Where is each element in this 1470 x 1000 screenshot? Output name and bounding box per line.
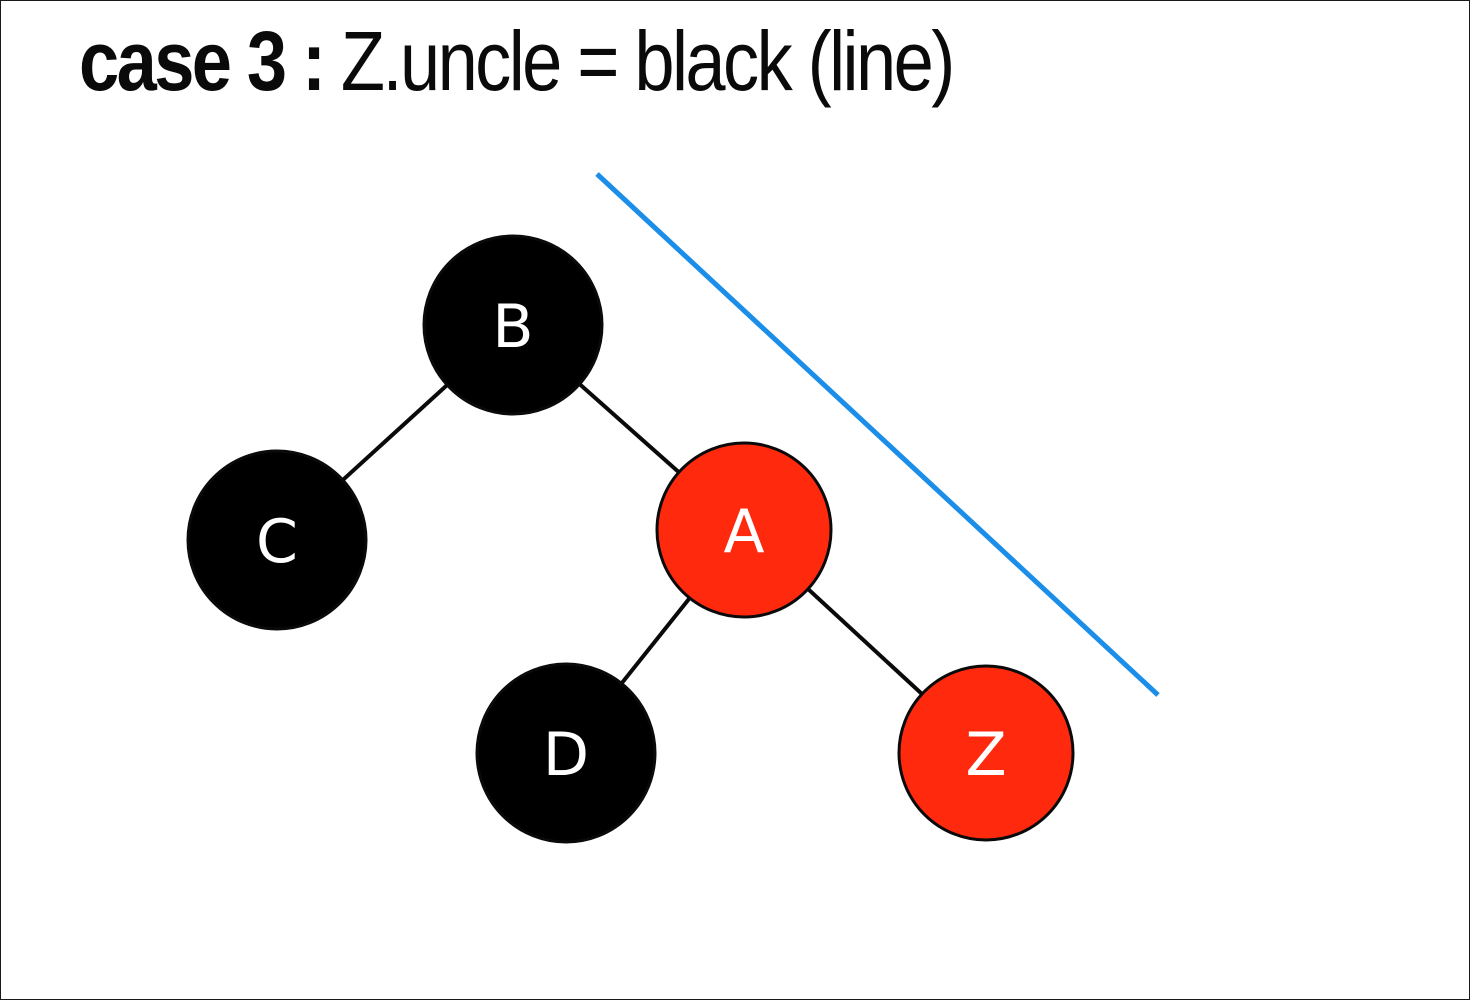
node-c-circle — [186, 449, 368, 631]
title-condition: Z.uncle = black (line) — [340, 14, 955, 108]
tree-node-b: B — [422, 234, 604, 416]
tree-node-a: A — [655, 441, 833, 619]
node-b-label: B — [492, 292, 533, 362]
slide-title: case 3 : Z.uncle = black (line) — [79, 9, 955, 113]
tree-node-c: C — [186, 449, 368, 631]
node-a-label: A — [723, 497, 764, 567]
node-d-label: D — [543, 720, 589, 790]
node-c-label: C — [256, 507, 298, 577]
tree-edges — [275, 323, 988, 755]
line-highlight — [595, 172, 1160, 697]
title-case-label: case 3 : — [79, 14, 326, 108]
node-a-circle — [655, 441, 833, 619]
tree-node-z: Z — [897, 664, 1075, 842]
tree-node-d: D — [475, 662, 657, 844]
node-d-circle — [475, 662, 657, 844]
node-z-label: Z — [965, 720, 1006, 790]
node-b-circle — [422, 234, 604, 416]
node-z-circle — [897, 664, 1075, 842]
